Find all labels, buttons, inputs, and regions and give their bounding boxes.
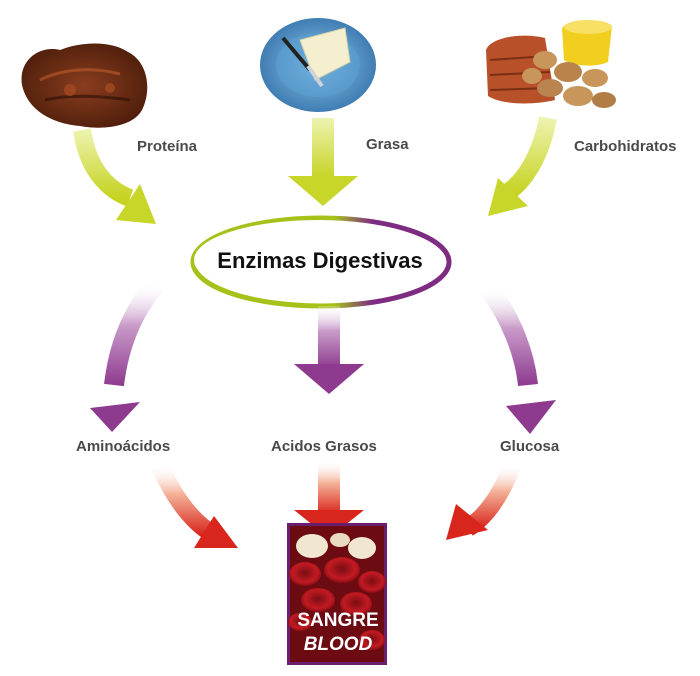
glucose-label: Glucosa xyxy=(500,438,560,455)
arrow-carbs-to-enzymes xyxy=(488,116,557,216)
blood-label-en: BLOOD xyxy=(303,634,373,655)
fatty-acids-label: Acidos Grasos xyxy=(271,438,377,455)
meat-image xyxy=(21,43,148,128)
amino-acids-label: Aminoácidos xyxy=(76,438,171,455)
protein-label: Proteína xyxy=(137,138,198,155)
blood-label-es: SANGRE xyxy=(297,610,379,631)
arrow-fat-to-enzymes xyxy=(288,118,358,206)
arrow-enzymes-to-fatty xyxy=(294,306,364,394)
carbs-label: Carbohidratos xyxy=(574,138,677,155)
enzymes-label: Enzimas Digestivas xyxy=(217,248,423,273)
arrow-enzymes-to-amino xyxy=(90,278,163,432)
arrow-glucose-to-blood xyxy=(446,462,521,540)
arrow-amino-to-blood xyxy=(151,462,238,548)
butter-plate-image xyxy=(260,18,376,112)
blood-image xyxy=(287,523,387,665)
arrow-enzymes-to-glucose xyxy=(481,284,556,434)
arrow-protein-to-enzymes xyxy=(73,128,156,224)
fat-label: Grasa xyxy=(366,136,409,153)
potatoes-image xyxy=(486,20,616,108)
